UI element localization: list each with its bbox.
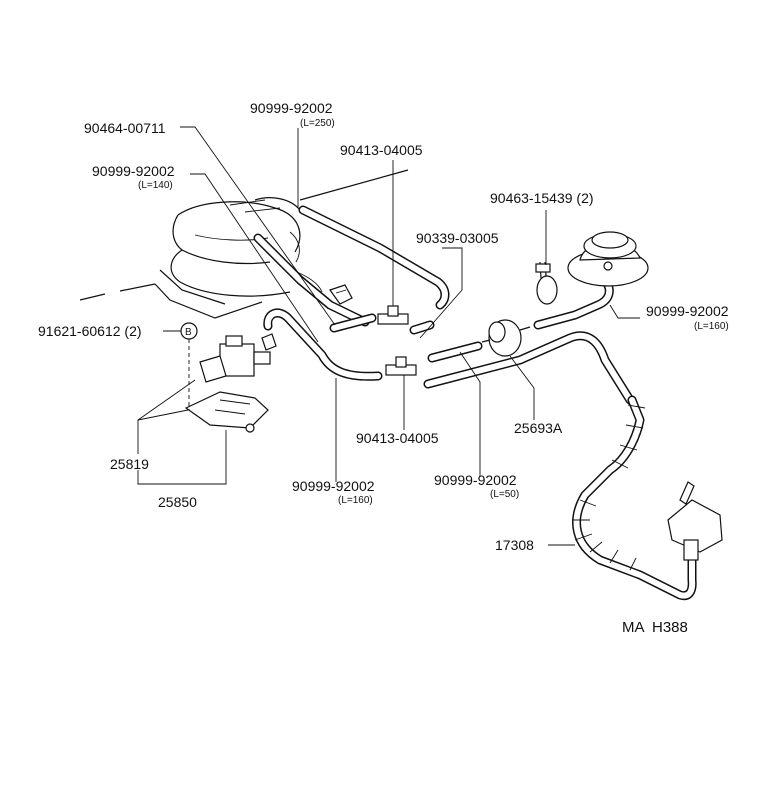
hose-lower-right [423, 331, 635, 405]
label-90463-15439: 90463-15439 (2) [490, 190, 594, 206]
label-90464-00711: 90464-00711 [84, 120, 166, 136]
vsv-25819 [199, 333, 277, 383]
label-90999-92002-mid: 90999-92002 [434, 472, 517, 488]
hose-l140 [253, 233, 370, 327]
part-labels: 90464-00711 90999-92002 (L=250) 90999-92… [38, 100, 729, 636]
hose-clip [329, 284, 353, 305]
hose-17308 [572, 395, 697, 601]
hose-clamp [535, 261, 558, 305]
label-90999-92002-right: 90999-92002 [646, 303, 729, 319]
label-25850: 25850 [158, 494, 197, 510]
vacuum-filter-25693a [481, 319, 531, 357]
label-90999-92002-left: 90999-92002 [92, 163, 175, 179]
label-90413-04005-top: 90413-04005 [340, 142, 423, 158]
hose-l250 [298, 205, 450, 310]
leader-lines [137, 126, 640, 546]
label-90999-92002-right-length: (L=160) [694, 321, 729, 332]
label-25819: 25819 [110, 456, 149, 472]
label-90999-92002-top-length: (L=250) [300, 118, 335, 129]
engine-outline [79, 169, 409, 319]
egr-vacuum-modulator [567, 231, 649, 287]
label-17308: 17308 [495, 537, 534, 553]
label-90999-92002-left-length: (L=140) [138, 180, 173, 191]
vsv-bracket-25850 [184, 391, 269, 433]
label-90999-92002-bottom: 90999-92002 [292, 478, 375, 494]
label-90413-04005-bottom: 90413-04005 [356, 430, 439, 446]
vacuum-sensor [667, 481, 723, 561]
three-way-connector-bottom [385, 356, 417, 376]
label-90999-92002-bottom-length: (L=160) [338, 495, 373, 506]
hose-l160-bottom [263, 308, 383, 381]
label-90999-92002-top: 90999-92002 [250, 100, 333, 116]
label-91621-60612: 91621-60612 (2) [38, 323, 142, 339]
catalog-code: MA H388 [622, 619, 688, 636]
bolt-marker-b: B [180, 322, 198, 410]
b-marker-label: B [185, 327, 192, 338]
hose-l50 [427, 341, 483, 363]
label-90999-92002-mid-length: (L=50) [490, 489, 519, 500]
three-way-connector-top [377, 305, 409, 325]
label-90339-03005: 90339-03005 [416, 230, 499, 246]
hose-short-mid [329, 313, 435, 335]
label-25693a: 25693A [514, 420, 563, 436]
